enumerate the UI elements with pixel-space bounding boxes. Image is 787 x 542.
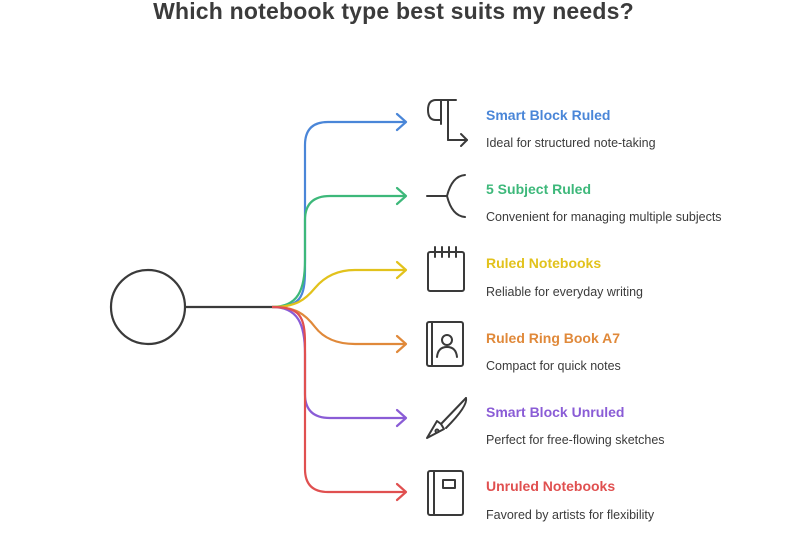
spiral-notepad-icon [427, 246, 465, 292]
branch-1-connector [271, 120, 405, 309]
branch-3-arrow [395, 260, 408, 280]
branch-2 [271, 186, 408, 309]
fountain-pen-icon [426, 397, 468, 439]
branch-3-title: Ruled Notebooks [486, 255, 602, 271]
branch-4-description: Compact for quick notes [486, 359, 621, 373]
branch-3-description: Reliable for everyday writing [486, 285, 644, 299]
branch-3 [271, 260, 408, 309]
pilcrow-arrow-icon [427, 99, 468, 147]
branch-3-connector [271, 268, 405, 309]
branch-2-arrow [395, 186, 408, 206]
notebook-icon [427, 470, 464, 516]
branch-2-title: 5 Subject Ruled [486, 181, 592, 197]
branch-2-connector [271, 194, 405, 309]
branch-5-arrow [395, 408, 408, 428]
contact-book-icon [426, 321, 464, 367]
branch-6 [271, 305, 408, 502]
branch-6-arrow [395, 482, 408, 502]
branch-5-connector [271, 305, 405, 420]
branch-2-description: Convenient for managing multiple subject… [486, 210, 722, 224]
root-node [109, 268, 187, 346]
branch-5-title: Smart Block Unruled [486, 404, 625, 420]
branch-5-description: Perfect for free-flowing sketches [486, 433, 665, 447]
branch-1 [271, 112, 408, 309]
branch-1-description: Ideal for structured note-taking [486, 136, 656, 150]
branch-1-title: Smart Block Ruled [486, 107, 611, 123]
diagram-title: Which notebook type best suits my needs? [153, 0, 634, 24]
fork-icon [426, 174, 466, 218]
branch-1-arrow [395, 112, 408, 132]
branch-4-title: Ruled Ring Book A7 [486, 330, 621, 346]
branch-6-description: Favored by artists for flexibility [486, 508, 655, 522]
branch-5 [271, 305, 408, 428]
branch-6-title: Unruled Notebooks [486, 478, 616, 494]
branch-4-arrow [395, 334, 408, 354]
branch-6-connector [271, 305, 405, 494]
